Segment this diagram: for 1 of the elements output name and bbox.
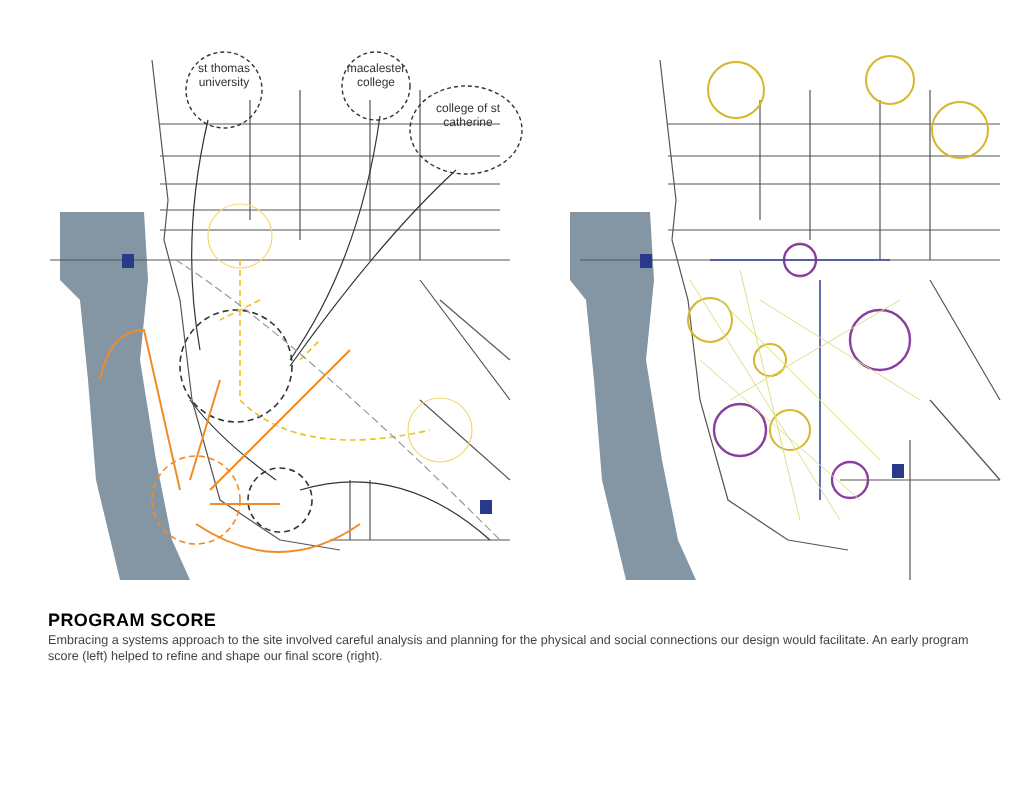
heading: PROGRAM SCORE [48,610,217,630]
